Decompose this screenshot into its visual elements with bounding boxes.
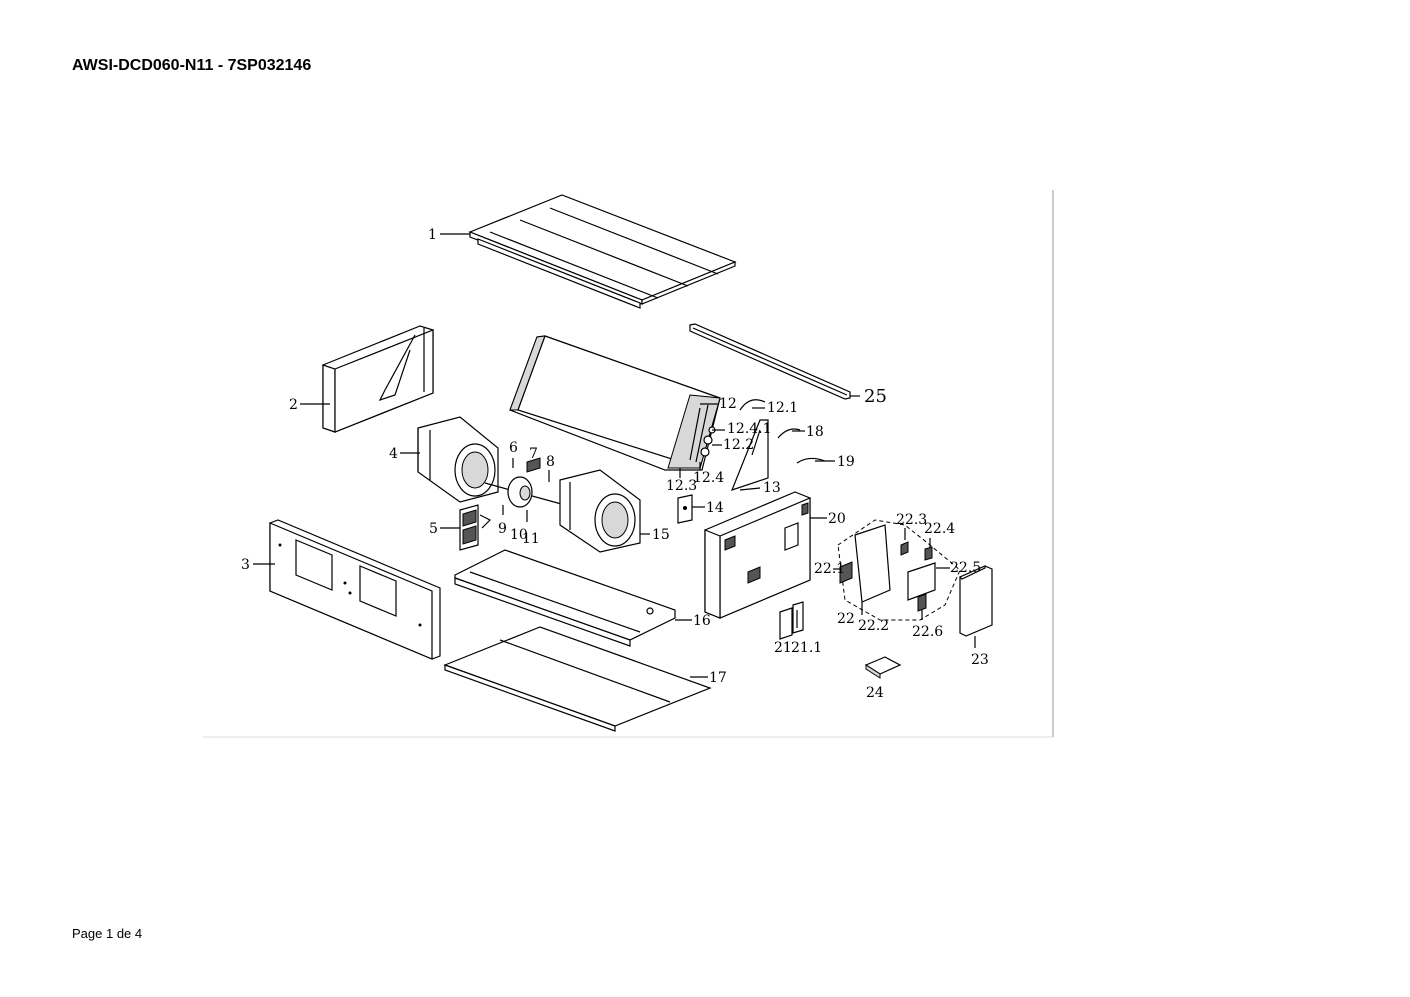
label-6: 6 (509, 440, 518, 456)
part-21-terminal (779, 601, 804, 640)
label-18: 18 (806, 424, 824, 440)
part-25-rail (689, 323, 851, 400)
part-2-side-panel (322, 325, 434, 433)
label-10: 10 (510, 527, 528, 543)
label-22-1: 22.1 (814, 561, 845, 577)
label-14: 14 (706, 500, 724, 516)
page-number: Page 1 de 4 (72, 926, 143, 941)
label-20: 20 (828, 511, 846, 527)
label-22-5: 22.5 (950, 560, 981, 576)
label-22-2: 22.2 (858, 618, 889, 634)
label-12-4: 12.4 (693, 470, 724, 486)
part-22-group (837, 519, 961, 621)
part-16-drain-tray (454, 549, 676, 647)
label-22-4: 22.4 (924, 521, 955, 537)
document-title: AWSI-DCD060-N11 - 7SP032146 (72, 57, 312, 74)
small-clips (502, 457, 550, 522)
label-21: 21 (774, 640, 792, 656)
part-labels: 1 2 3 4 5 6 7 8 9 10 11 12 12.1 12.2 12.… (241, 227, 989, 701)
label-19: 19 (837, 454, 855, 470)
label-12-2: 12.2 (723, 437, 754, 453)
label-25: 25 (864, 386, 887, 407)
label-4: 4 (389, 446, 398, 462)
label-7: 7 (529, 446, 538, 462)
part-12-coil (509, 335, 721, 471)
label-15: 15 (652, 527, 670, 543)
label-22-6: 22.6 (912, 624, 943, 640)
label-22: 22 (837, 611, 855, 627)
label-9: 9 (498, 521, 507, 537)
part-24-remote (864, 656, 902, 679)
label-11: 11 (522, 531, 540, 547)
label-22-3: 22.3 (896, 512, 927, 528)
label-17: 17 (709, 670, 727, 686)
label-13: 13 (763, 480, 781, 496)
label-8: 8 (546, 454, 555, 470)
part-3-back-panel (269, 519, 441, 660)
label-12: 12 (719, 396, 737, 412)
part-1-top-panel (468, 194, 737, 309)
label-5: 5 (429, 521, 438, 537)
label-21-1: 21.1 (791, 640, 822, 656)
part-5-bracket (459, 504, 492, 551)
label-23: 23 (971, 652, 989, 668)
refrigerant-pipes (739, 399, 826, 464)
label-12-1: 12.1 (767, 400, 798, 416)
leader-lines (253, 233, 976, 678)
label-16: 16 (693, 613, 711, 629)
part-10-motor (484, 476, 566, 508)
part-20-control-box (704, 491, 811, 619)
label-12-3: 12.3 (666, 478, 697, 494)
label-1: 1 (428, 227, 437, 243)
part-4-fan-housing (417, 416, 499, 503)
part-15-fan-housing (559, 469, 641, 553)
label-2: 2 (289, 397, 298, 413)
part-13-plate (730, 419, 769, 491)
part-17-bottom-panel (443, 626, 712, 732)
label-24: 24 (866, 685, 884, 701)
label-3: 3 (241, 557, 250, 573)
part-23-cover (958, 565, 993, 637)
part-14-clip (677, 494, 693, 524)
label-12-4-1: 12.4.1 (727, 421, 772, 437)
